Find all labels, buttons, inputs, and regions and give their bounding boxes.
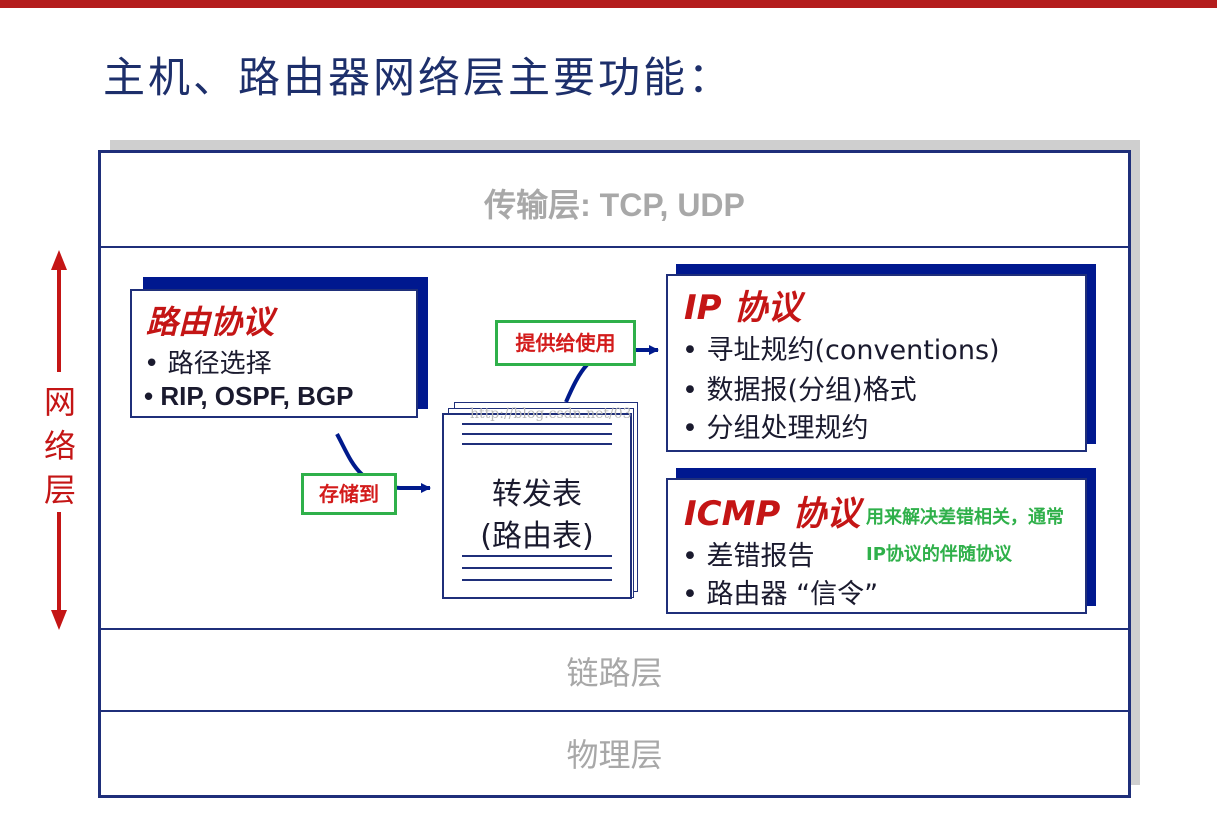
- store-to-annotation: 存储到: [301, 473, 397, 515]
- ip-bullet-datagram: • 数据报(分组)格式: [682, 375, 917, 406]
- side-arrow-up-head: [51, 250, 67, 270]
- routing-bullet-path: • 路径选择: [144, 349, 272, 379]
- icmp-bullet-error-reporting: • 差错报告: [682, 541, 815, 572]
- divider-transport: [101, 246, 1128, 248]
- side-arrow-top-shaft: [57, 268, 61, 372]
- forwarding-table-label: 转发表: [492, 477, 582, 512]
- icmp-note-line1: 用来解决差错相关，通常: [866, 507, 1064, 528]
- page-title: 主机、路由器网络层主要功能：: [103, 53, 734, 102]
- routing-protocol-box: 路由协议 • 路径选择 • RIP, OSPF, BGP: [130, 289, 418, 418]
- network-layer-side-label: 网 络 层: [43, 383, 76, 509]
- link-layer-label: 链路层: [566, 654, 663, 692]
- watermark-text: http://blog.csdn.net/03: [470, 406, 632, 422]
- ip-protocol-heading: IP 协议: [684, 288, 802, 328]
- transport-layer-label: 传输层: TCP, UDP: [484, 187, 745, 223]
- divider-link: [101, 628, 1128, 630]
- provide-to-annotation: 提供给使用: [495, 320, 636, 366]
- divider-physical: [101, 710, 1128, 712]
- forwarding-table-lines: [462, 423, 612, 581]
- ip-bullet-addressing: • 寻址规约(conventions): [682, 335, 1000, 366]
- ip-protocol-box: IP 协议 • 寻址规约(conventions) • 数据报(分组)格式 • …: [666, 274, 1087, 452]
- routing-table-label: (路由表): [480, 519, 594, 554]
- icmp-bullet-router-signaling: • 路由器 “信令”: [682, 579, 879, 610]
- icmp-note-line2: IP协议的伴随协议: [866, 544, 1012, 565]
- physical-layer-label: 物理层: [566, 736, 663, 774]
- top-accent-bar: [0, 0, 1217, 8]
- routing-bullet-protocols: • RIP, OSPF, BGP: [144, 381, 354, 411]
- side-arrow-down-head: [51, 610, 67, 630]
- icmp-protocol-box: ICMP 协议 • 差错报告 • 路由器 “信令”: [666, 478, 1087, 614]
- side-arrow-bottom-shaft: [57, 512, 61, 612]
- ip-bullet-packet-handling: • 分组处理规约: [682, 413, 869, 444]
- routing-protocol-heading: 路由协议: [146, 303, 275, 341]
- icmp-protocol-heading: ICMP 协议: [684, 494, 861, 534]
